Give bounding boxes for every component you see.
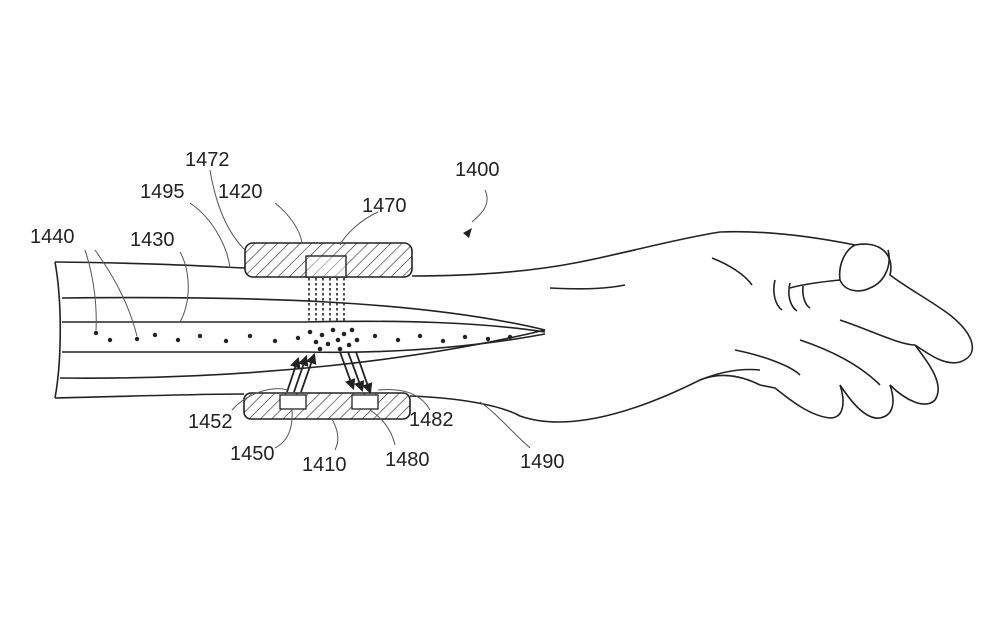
detector-arrows (339, 351, 373, 395)
leader-lines (84, 169, 531, 451)
blood-particles (93, 327, 513, 352)
hand-outline (549, 243, 974, 419)
label-1420: 1420 (218, 181, 263, 203)
arm-outline (54, 230, 856, 423)
bottom-device-housing (243, 392, 411, 420)
light-emission-lines (308, 278, 345, 323)
tissue-layers (59, 296, 546, 379)
label-1410: 1410 (302, 454, 347, 476)
label-1482: 1482 (409, 409, 454, 431)
label-1470: 1470 (362, 195, 407, 217)
top-device-housing (244, 242, 413, 278)
label-1450: 1450 (230, 443, 275, 465)
label-1400: 1400 (455, 159, 500, 181)
emitter-arrows (286, 352, 317, 393)
label-1472: 1472 (185, 149, 230, 171)
label-1480: 1480 (385, 449, 430, 471)
label-1452: 1452 (188, 411, 233, 433)
label-1440: 1440 (30, 226, 75, 248)
label-1490: 1490 (520, 451, 565, 473)
reference-arrowhead (463, 228, 472, 238)
label-1430: 1430 (130, 229, 175, 251)
label-1495: 1495 (140, 181, 185, 203)
